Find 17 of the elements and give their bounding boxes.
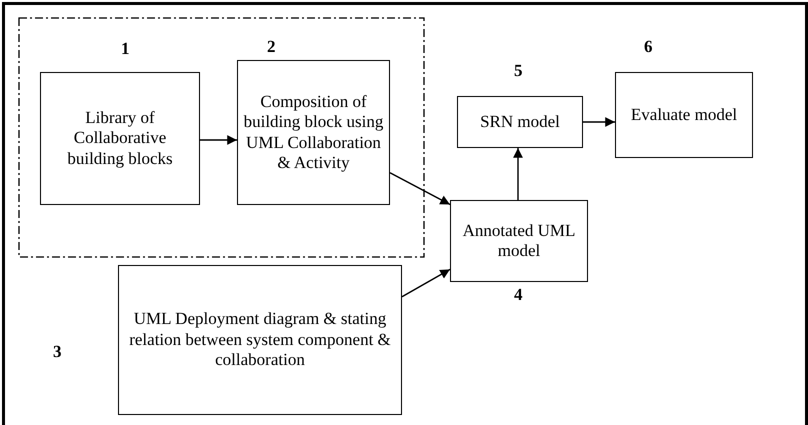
box-text: Composition of building block using UML Collaboration & Activity xyxy=(242,92,384,174)
arrow xyxy=(583,117,615,127)
arrow xyxy=(402,268,450,298)
step-number: 5 xyxy=(514,61,522,81)
step-number: 4 xyxy=(514,285,522,305)
arrow xyxy=(390,172,450,206)
arrow xyxy=(200,135,237,145)
step-number: 3 xyxy=(53,342,62,362)
box-text: Annotated UML model xyxy=(462,220,576,262)
box-text: UML Deployment diagram & stating relation between system component & collaboration xyxy=(128,309,392,371)
step-number: 1 xyxy=(121,39,130,59)
box-text: SRN model xyxy=(479,112,561,132)
arrow xyxy=(513,148,523,200)
step-number: 6 xyxy=(644,37,652,57)
box-text: Library of Collaborative building blocks xyxy=(66,108,174,170)
step-number: 2 xyxy=(267,37,276,57)
box-text: Evaluate model xyxy=(630,104,738,126)
